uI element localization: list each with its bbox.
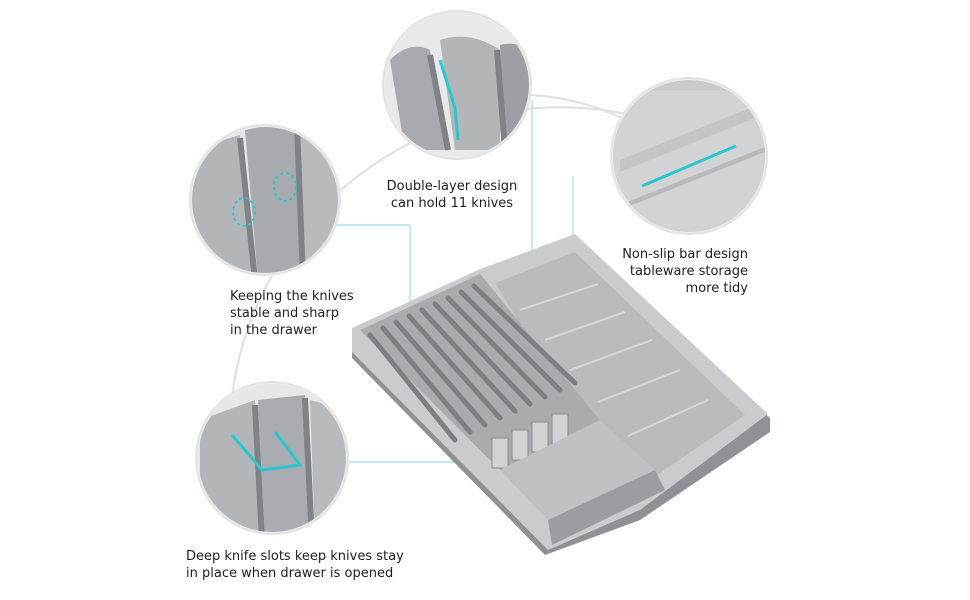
caption-line: in place when drawer is opened xyxy=(186,566,394,581)
caption-line: can hold 11 knives xyxy=(390,196,514,211)
caption-non-slip: Non-slip bar design tableware storage mo… xyxy=(622,246,748,297)
caption-line: stable and sharp xyxy=(230,306,339,321)
knife-drawer-tray xyxy=(352,234,770,555)
detail-circle-deep-slots xyxy=(195,381,349,535)
caption-line: Non-slip bar design xyxy=(622,247,748,262)
caption-line: in the drawer xyxy=(230,323,317,338)
caption-line: more tidy xyxy=(685,281,748,296)
caption-line: Double-layer design xyxy=(386,179,518,194)
caption-line: Deep knife slots keep knives stay xyxy=(186,549,404,564)
caption-deep-slots: Deep knife slots keep knives stay in pla… xyxy=(186,548,404,582)
detail-circle-double-layer xyxy=(382,10,532,160)
caption-double-layer: Double-layer design can hold 11 knives xyxy=(372,178,532,212)
background-arc xyxy=(229,106,651,421)
caption-line: tableware storage xyxy=(629,264,748,279)
detail-circle-non-slip xyxy=(610,77,768,235)
detail-circle-stable-sharp xyxy=(189,124,341,276)
caption-stable-sharp: Keeping the knives stable and sharp in t… xyxy=(230,288,354,339)
caption-line: Keeping the knives xyxy=(230,289,354,304)
